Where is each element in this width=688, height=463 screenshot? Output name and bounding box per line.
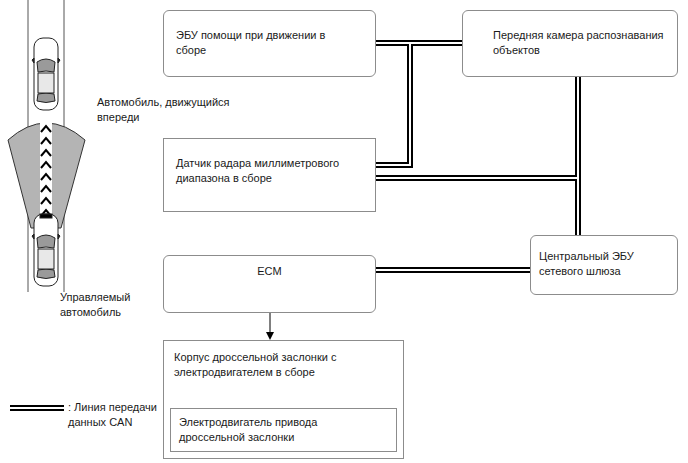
box-text: ЭБУ помощи при движении в сборе [176, 28, 326, 57]
can-bus-core [376, 43, 410, 165]
component-box: Датчик радара миллиметрового диапазона в… [163, 138, 376, 212]
front-car [32, 38, 60, 110]
component-box: Центральный ЭБУ сетевого шлюза [530, 235, 678, 295]
can-bus-core [376, 269, 530, 271]
legend-text: : Линия передачи данных CAN [68, 400, 163, 429]
component-box: ЭБУ помощи при движении в сборе [163, 10, 376, 77]
box-text: ECM [174, 264, 365, 279]
radar-chevrons [41, 126, 51, 216]
component-box: ECM [163, 255, 376, 313]
component-box: Передняя камера распознавания объектов [462, 10, 678, 77]
legend-sample [10, 408, 64, 409]
component-box: Корпус дроссельной заслонки с электродви… [163, 340, 404, 459]
component-inner-box: Электродвигатель привода дроссельной зас… [170, 408, 397, 452]
can-bus-line [376, 178, 578, 235]
radar-beam [40, 120, 52, 220]
control-arrow [266, 313, 274, 340]
box-text: Электродвигатель привода дроссельной зас… [179, 415, 344, 444]
can-bus-line [376, 43, 410, 165]
can-bus-line [376, 267, 530, 273]
box-text: Центральный ЭБУ сетевого шлюза [539, 249, 661, 278]
own-car [32, 214, 60, 286]
figure-label: Автомобиль, движущийся впереди [97, 95, 245, 124]
box-text: Корпус дроссельной заслонки с электродви… [174, 350, 346, 379]
box-text: Датчик радара миллиметрового диапазона в… [176, 156, 352, 185]
can-bus-core [376, 178, 578, 235]
box-text: Передняя камера распознавания объектов [493, 28, 673, 57]
figure-label: Управляемый автомобиль [60, 290, 160, 319]
